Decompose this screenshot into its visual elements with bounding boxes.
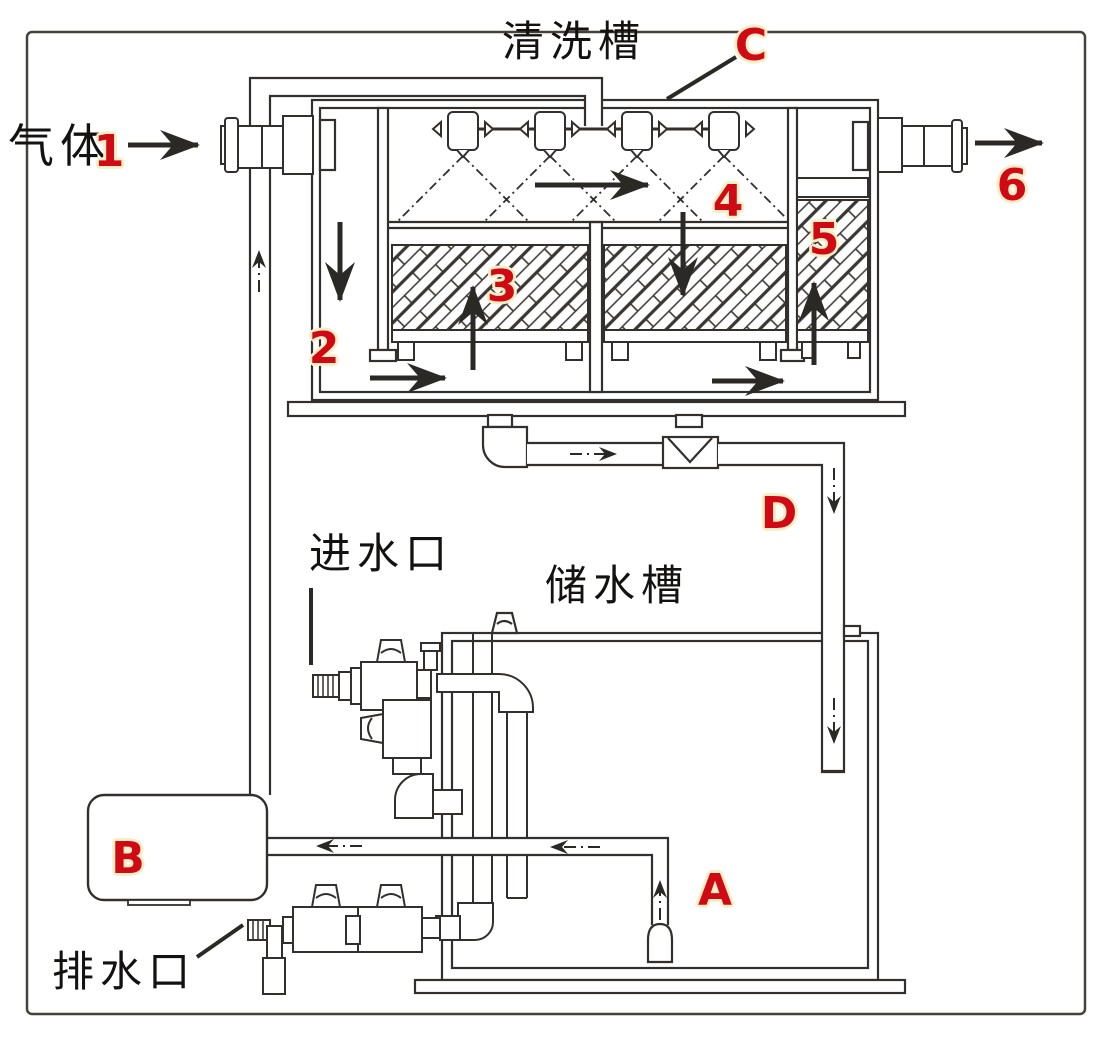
storage-tank-title: 储水槽 xyxy=(544,561,690,610)
gas-outlet-fitting xyxy=(877,117,968,173)
marker-4: 4 xyxy=(712,176,744,227)
pump xyxy=(86,793,269,906)
wash-tank-base xyxy=(286,400,907,418)
packing-beds xyxy=(391,177,869,361)
water-inlet-label: 进水口 xyxy=(308,529,454,578)
demister-chamber xyxy=(796,177,869,359)
tank-internal-piping xyxy=(436,634,534,903)
drain-elbow xyxy=(481,425,529,469)
packing-bed-1 xyxy=(391,244,589,361)
leader-lines xyxy=(195,55,738,959)
marker-2: 2 xyxy=(308,323,340,374)
leader-line-drain-outlet xyxy=(195,923,245,959)
drain-valve-assembly xyxy=(247,884,461,995)
leader-line-C xyxy=(665,55,738,101)
right-baffle xyxy=(786,106,799,352)
left-baffle xyxy=(376,106,390,352)
outlet-port xyxy=(851,120,870,172)
pump-suction-pipe xyxy=(267,836,674,964)
gas-flow-arrows xyxy=(128,128,1045,396)
inlet-valve-body-2 xyxy=(382,699,432,759)
inlet-port xyxy=(318,118,337,172)
spray-header xyxy=(431,111,756,159)
water-inlet-assembly xyxy=(312,639,463,819)
foot-valve xyxy=(646,922,674,964)
gas-inlet-fitting xyxy=(220,115,314,175)
center-baffle xyxy=(588,220,604,394)
marker-D: D xyxy=(760,488,798,539)
spray-cones xyxy=(396,155,787,223)
spray-nozzle xyxy=(692,111,756,159)
tank-top-fitting xyxy=(490,611,519,635)
marker-1: 1 xyxy=(93,126,125,177)
storage-tank-base xyxy=(413,978,907,995)
spray-nozzle xyxy=(518,111,582,159)
marker-6: 6 xyxy=(996,160,1028,211)
marker-5: 5 xyxy=(808,214,840,265)
marker-3: 3 xyxy=(486,261,518,312)
hose-barb xyxy=(312,674,340,698)
marker-C: C xyxy=(734,20,768,71)
fill-elbow xyxy=(436,673,534,713)
water-flow-arrows xyxy=(252,250,841,920)
drain-outlet-label: 排水口 xyxy=(51,947,197,996)
wash-tank-title: 清洗槽 xyxy=(501,17,647,66)
valve-handle xyxy=(360,712,384,745)
spray-nozzle xyxy=(431,111,495,159)
gas-label: 气体 xyxy=(8,119,112,173)
drain-valve-body-2 xyxy=(357,906,423,953)
spray-nozzle xyxy=(605,111,669,159)
valve-handle xyxy=(310,884,342,908)
marker-B: B xyxy=(111,833,145,884)
drain-tee-funnel xyxy=(661,435,720,470)
marker-A: A xyxy=(697,865,733,916)
fill-pipe xyxy=(506,712,528,899)
valve-handle xyxy=(375,884,407,908)
packing-bed-2 xyxy=(603,244,787,361)
spray-supply-pipe xyxy=(248,76,604,795)
inlet-bottom-elbow xyxy=(394,773,463,819)
valve-handle xyxy=(375,639,407,663)
